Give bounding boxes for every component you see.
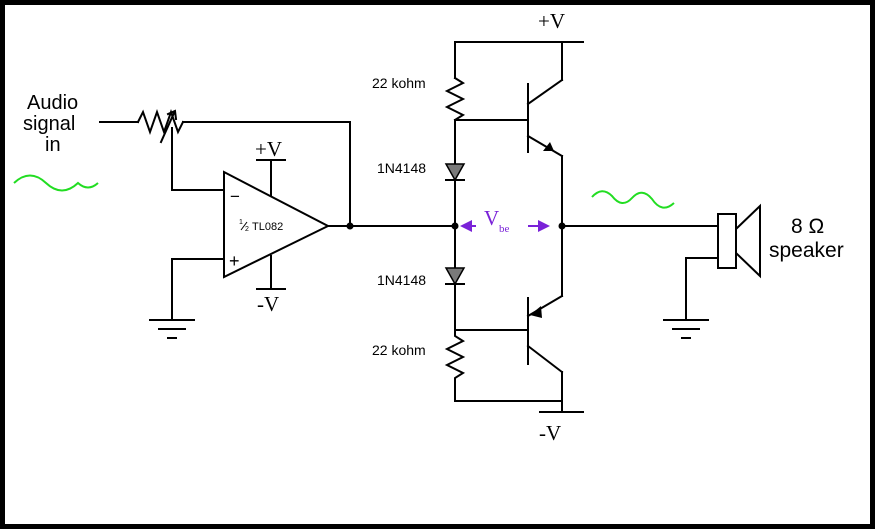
diode-top-label: 1N4148 xyxy=(377,160,426,176)
output-wire xyxy=(561,225,719,321)
speaker-label-line2: speaker xyxy=(769,239,844,262)
resistor-top-label: 22 kohm xyxy=(372,75,426,91)
bottom-supply-label: -V xyxy=(539,421,561,445)
bottom-rail xyxy=(454,400,584,413)
vbe-subscript: be xyxy=(499,223,510,235)
signal-waves xyxy=(13,174,675,209)
top-rail xyxy=(454,41,584,81)
diagram-panel xyxy=(5,5,870,524)
resistor-bottom-label: 22 kohm xyxy=(372,342,426,358)
potentiometer xyxy=(136,108,351,227)
transistor-npn xyxy=(454,78,564,227)
opamp-inverting-sign: − xyxy=(230,187,240,206)
input-label-line2: signal xyxy=(23,113,75,135)
diode-bottom-body xyxy=(444,267,466,286)
resistor-bottom xyxy=(444,329,466,402)
opamp-fraction-denominator: 2 xyxy=(245,226,249,233)
opamp xyxy=(171,159,456,321)
opamp-positive-supply-label: +V xyxy=(255,137,282,161)
speaker-label-line1: 8 Ω xyxy=(791,215,824,238)
diode-bottom-label: 1N4148 xyxy=(377,272,426,288)
input-label-line1: Audio xyxy=(27,92,78,114)
ground-symbol-speaker xyxy=(663,319,709,339)
opamp-part-label: TL082 xyxy=(252,221,283,233)
diode-top xyxy=(445,179,465,227)
vbe-label: V xyxy=(484,206,499,230)
input-label-line3: in xyxy=(45,134,61,156)
speaker xyxy=(717,203,761,279)
npn-emitter-arrow xyxy=(543,142,554,151)
pnp-emitter-arrow xyxy=(530,306,542,318)
top-supply-label: +V xyxy=(538,9,565,33)
resistor-top xyxy=(444,76,466,165)
opamp-fraction-numerator: 1 xyxy=(239,219,243,226)
opamp-noninverting-sign: + xyxy=(229,251,240,271)
opamp-negative-supply-label: -V xyxy=(257,292,279,316)
output-signal-wave xyxy=(591,190,675,209)
diode-top-body xyxy=(444,163,466,182)
transistor-pnp xyxy=(454,225,564,413)
vbe-arrows xyxy=(460,220,550,232)
opamp-fraction-slash xyxy=(240,221,248,231)
input-signal-wave xyxy=(13,174,99,192)
ground-symbol-opamp xyxy=(149,319,195,339)
junction-dots xyxy=(346,222,566,230)
